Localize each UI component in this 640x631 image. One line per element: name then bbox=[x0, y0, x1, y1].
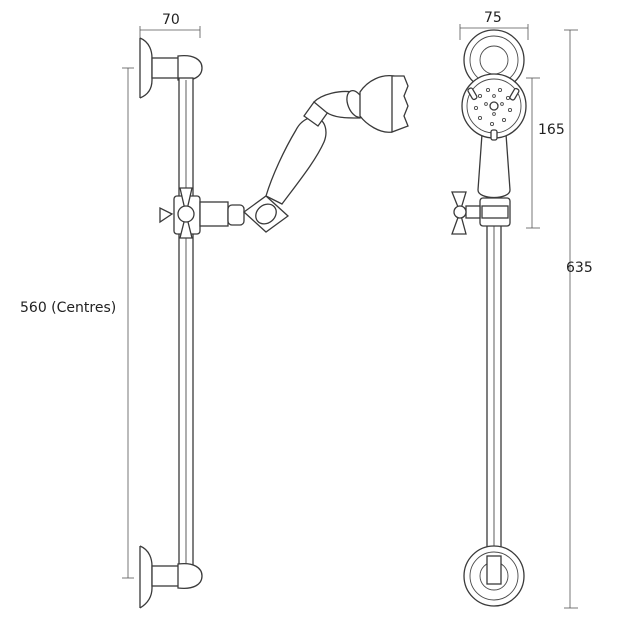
bottom-rosette bbox=[463, 545, 525, 607]
centres-dimension: 560 (Centres) bbox=[20, 67, 134, 579]
head-height-dimension: 165 bbox=[526, 77, 565, 229]
front-width-dimension: 70 bbox=[139, 12, 201, 46]
front-width-label: 70 bbox=[162, 12, 180, 28]
side-width-dimension: 75 bbox=[459, 10, 529, 40]
slider-with-cross-knob bbox=[159, 187, 245, 239]
head-height-label: 165 bbox=[538, 122, 565, 138]
top-rosette bbox=[463, 29, 525, 91]
riser-rail bbox=[178, 77, 194, 567]
handset-holder bbox=[242, 195, 290, 233]
side-slider-with-knob bbox=[451, 191, 511, 235]
overall-height-label: 635 bbox=[566, 260, 593, 276]
side-view: 75 165 635 bbox=[451, 10, 593, 609]
front-view: 70 560 (Centres) bbox=[20, 12, 409, 609]
centres-label: 560 (Centres) bbox=[20, 300, 116, 316]
shower-handset bbox=[265, 74, 409, 205]
side-riser-rail bbox=[486, 209, 502, 571]
bottom-wall-bracket bbox=[139, 545, 203, 609]
side-width-label: 75 bbox=[484, 10, 502, 26]
shower-head-face bbox=[461, 73, 527, 141]
overall-height-dimension: 635 bbox=[564, 29, 593, 609]
